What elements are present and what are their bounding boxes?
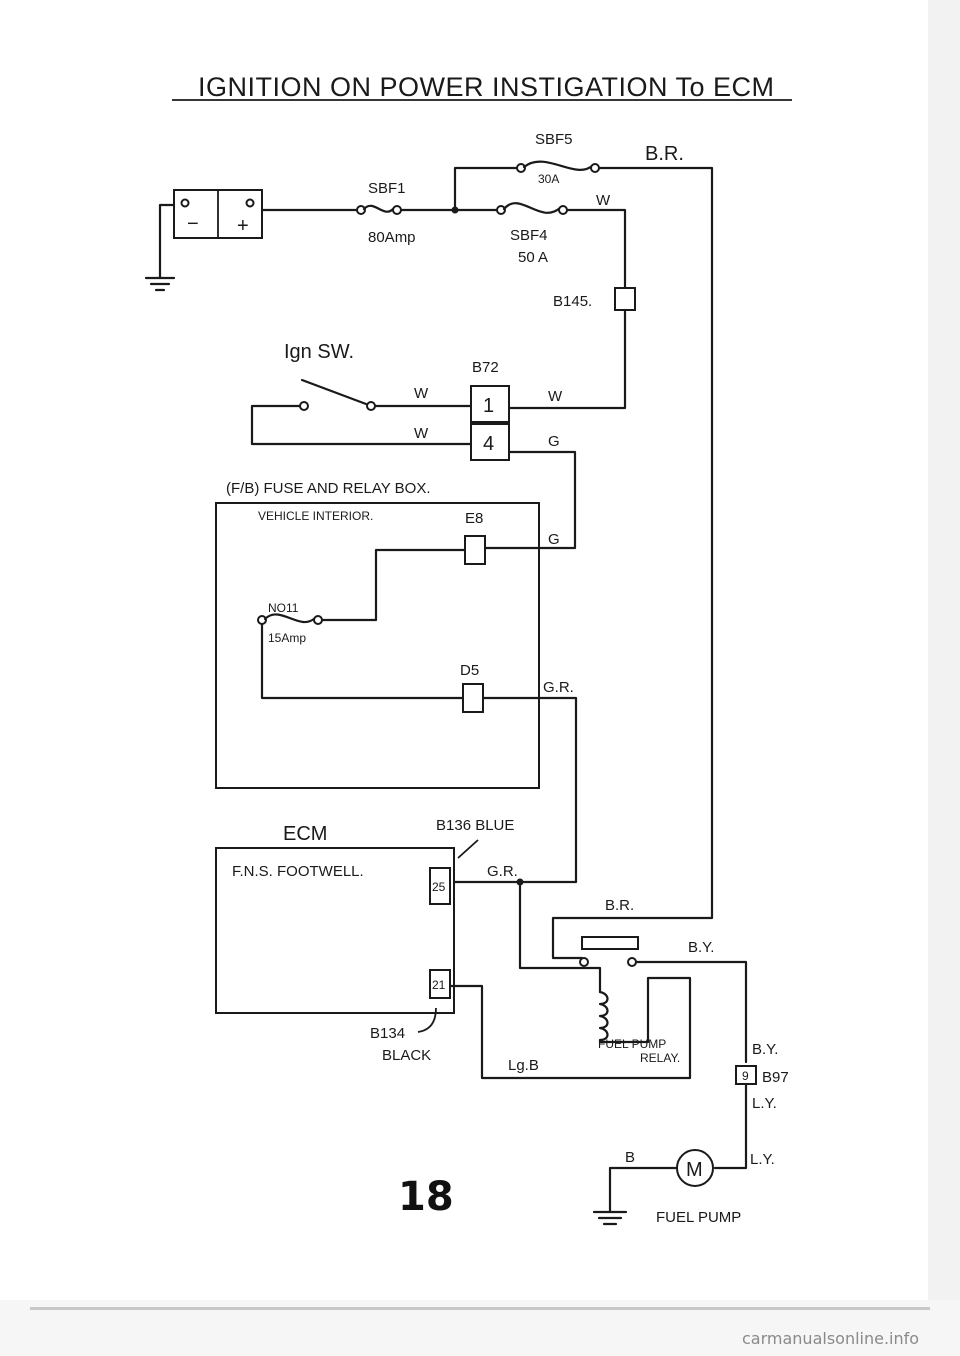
battery-neg-terminal [180, 198, 190, 208]
b97-pin: 9 [742, 1069, 749, 1083]
relay-label: FUEL PUMP [598, 1037, 666, 1051]
b72-label: B72 [472, 359, 499, 376]
relay-contacts [579, 957, 637, 967]
relay-contact-bar [581, 936, 639, 950]
pump-ground-icon [592, 1210, 628, 1226]
b134-color: BLACK [382, 1047, 431, 1064]
fuse-relay-box [215, 502, 540, 789]
fuse-sbf5 [516, 160, 600, 173]
wire-label-br-top: B.R. [645, 143, 684, 165]
wire-label-b-pump: B [625, 1149, 635, 1166]
wire-label-gr-ecm: G.R. [487, 863, 518, 880]
wire-pump-ground [608, 1166, 679, 1214]
sbf4-rating: 50 A [518, 249, 548, 266]
wire-no11-to-d5 [260, 622, 465, 700]
wire-label-w-sbf4: W [596, 192, 611, 209]
wire-ly [713, 1082, 748, 1170]
no11-name: NO11 [268, 601, 299, 615]
relay-coil [598, 990, 650, 1044]
ign-sw-label: Ign SW. [284, 341, 354, 363]
wire-e8-to-no11 [320, 548, 467, 622]
b97-label: B97 [762, 1069, 789, 1086]
e8-label: E8 [465, 510, 483, 527]
wire-b145-to-b72 [507, 308, 627, 410]
page-right-shadow [928, 0, 960, 1356]
battery-ground-wire [158, 203, 176, 280]
wire-gr-d5-to-ecm [453, 696, 578, 884]
wire-label-lgb: Lg.B [508, 1057, 539, 1074]
motor-symbol: M [686, 1159, 703, 1181]
ecm-pin-25-label: 25 [432, 880, 446, 894]
relay-label2: RELAY. [640, 1051, 680, 1065]
ecm-location: F.N.S. FOOTWELL. [232, 863, 364, 880]
wire-label-w-b72: W [548, 388, 563, 405]
wire-junction-to-sbf5 [453, 166, 520, 212]
no11-rating: 15Amp [268, 631, 306, 645]
sbf1-name: SBF1 [368, 180, 406, 197]
fuse-sbf4 [496, 202, 568, 215]
wire-relay-to-by [634, 960, 748, 1064]
wire-gr-to-relay-coil [518, 880, 592, 970]
connector-b145 [614, 287, 636, 311]
wire-label-ly-b97: L.Y. [752, 1095, 777, 1112]
battery-neg-label: − [187, 213, 199, 235]
wire-sbf5-br [551, 166, 714, 960]
fuel-pump-label: FUEL PUMP [656, 1209, 741, 1226]
b134-label: B134 [370, 1025, 405, 1042]
sbf5-rating: 30A [538, 172, 559, 186]
b136-label: B136 BLUE [436, 817, 514, 834]
connector-e8 [464, 535, 486, 565]
b134-arrow [417, 1007, 437, 1033]
fuse-sbf1 [356, 204, 402, 215]
ecm-box [215, 847, 455, 1014]
watermark: carmanualsonline.info [742, 1329, 919, 1348]
sbf1-rating: 80Amp [368, 229, 416, 246]
wire-label-w-sw2: W [414, 425, 429, 442]
sbf4-name: SBF4 [510, 227, 548, 244]
diagram-title: IGNITION ON POWER INSTIGATION To ECM [198, 72, 775, 102]
battery-pos-label: + [237, 215, 249, 237]
wire-g-b72-to-e8 [483, 450, 577, 550]
wire-label-gr-d5: G.R. [543, 679, 574, 696]
fuse-box-subtitle: VEHICLE INTERIOR. [258, 509, 373, 523]
connector-b72: 1 4 [470, 385, 510, 461]
battery-pos-terminal [245, 198, 255, 208]
b136-arrow [457, 839, 479, 859]
wire-label-br-relay: B.R. [605, 897, 634, 914]
connector-d5 [462, 683, 484, 713]
wire-label-by-b97: B.Y. [752, 1041, 778, 1058]
b145-label: B145. [553, 293, 592, 310]
b72-pin-1: 1 [483, 395, 494, 417]
wire-sw-loop [250, 404, 473, 446]
ignition-switch [299, 378, 376, 411]
wire-label-g-e8: G [548, 531, 560, 548]
ecm-pin-21-label: 21 [432, 978, 446, 992]
fuse-box-title: (F/B) FUSE AND RELAY BOX. [226, 480, 431, 497]
battery-ground-icon [144, 276, 176, 292]
ecm-pin-21 [429, 969, 451, 999]
fuse-no11 [257, 613, 323, 625]
page-number: 18 [398, 1174, 454, 1220]
wire-label-w-sw1: W [414, 385, 429, 402]
wire-label-ly-pump: L.Y. [750, 1151, 775, 1168]
battery: − + [173, 189, 263, 239]
sbf5-name: SBF5 [535, 131, 573, 148]
b72-pin-4: 4 [483, 433, 494, 455]
wire-sbf4-w [565, 208, 627, 290]
ecm-pin-25 [429, 867, 451, 905]
d5-label: D5 [460, 662, 479, 679]
wire-label-g-b72: G [548, 433, 560, 450]
wire-lgb [448, 976, 692, 1080]
ecm-title: ECM [283, 823, 327, 845]
wire-label-by-relay: B.Y. [688, 939, 714, 956]
page-bottom-rule [30, 1307, 930, 1310]
relay-coil-lead [588, 966, 602, 994]
